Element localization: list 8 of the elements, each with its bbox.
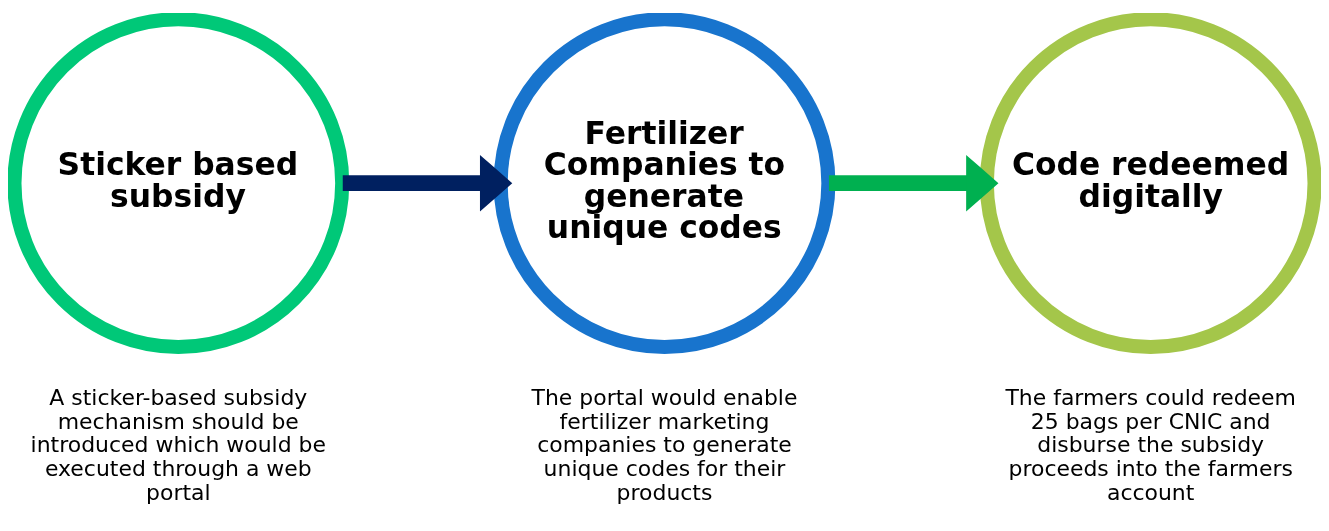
node-label: A sticker-based subsidy mechanism should be introduced which would be executed through a web portal xyxy=(30,385,327,505)
arrow xyxy=(828,154,999,212)
node-label: The farmers could redeem 25 bags per CNIC and disburse the subsidy proceeds into the farmers account xyxy=(1005,385,1296,505)
node-circle: Sticker based subsidy xyxy=(8,13,350,355)
node-label: The portal would enable fertilizer marketing companies to generate unique codes for their products xyxy=(531,385,798,505)
arrow xyxy=(342,154,513,212)
node-circle: Code redeemed digitally xyxy=(979,13,1321,355)
node-circle: Fertilizer Companies to generate unique codes xyxy=(493,13,836,355)
